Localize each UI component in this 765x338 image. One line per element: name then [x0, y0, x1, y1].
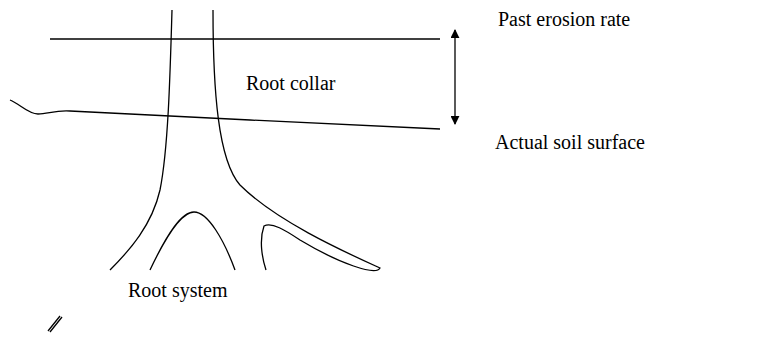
trunk-right-root: [213, 10, 380, 270]
trunk-left: [110, 10, 172, 270]
leader-mark: [48, 316, 60, 331]
soil-surface-line: [10, 100, 440, 129]
text-label: Root system: [128, 279, 227, 302]
text-label: Past erosion rate: [498, 8, 630, 31]
leader-mark: [50, 317, 62, 332]
past-surface-line: [50, 38, 440, 39]
erosion-arrow: [454, 30, 455, 124]
text-label: Actual soil surface: [495, 131, 645, 154]
root-arch: [150, 212, 235, 270]
text-label: Root collar: [246, 72, 335, 95]
